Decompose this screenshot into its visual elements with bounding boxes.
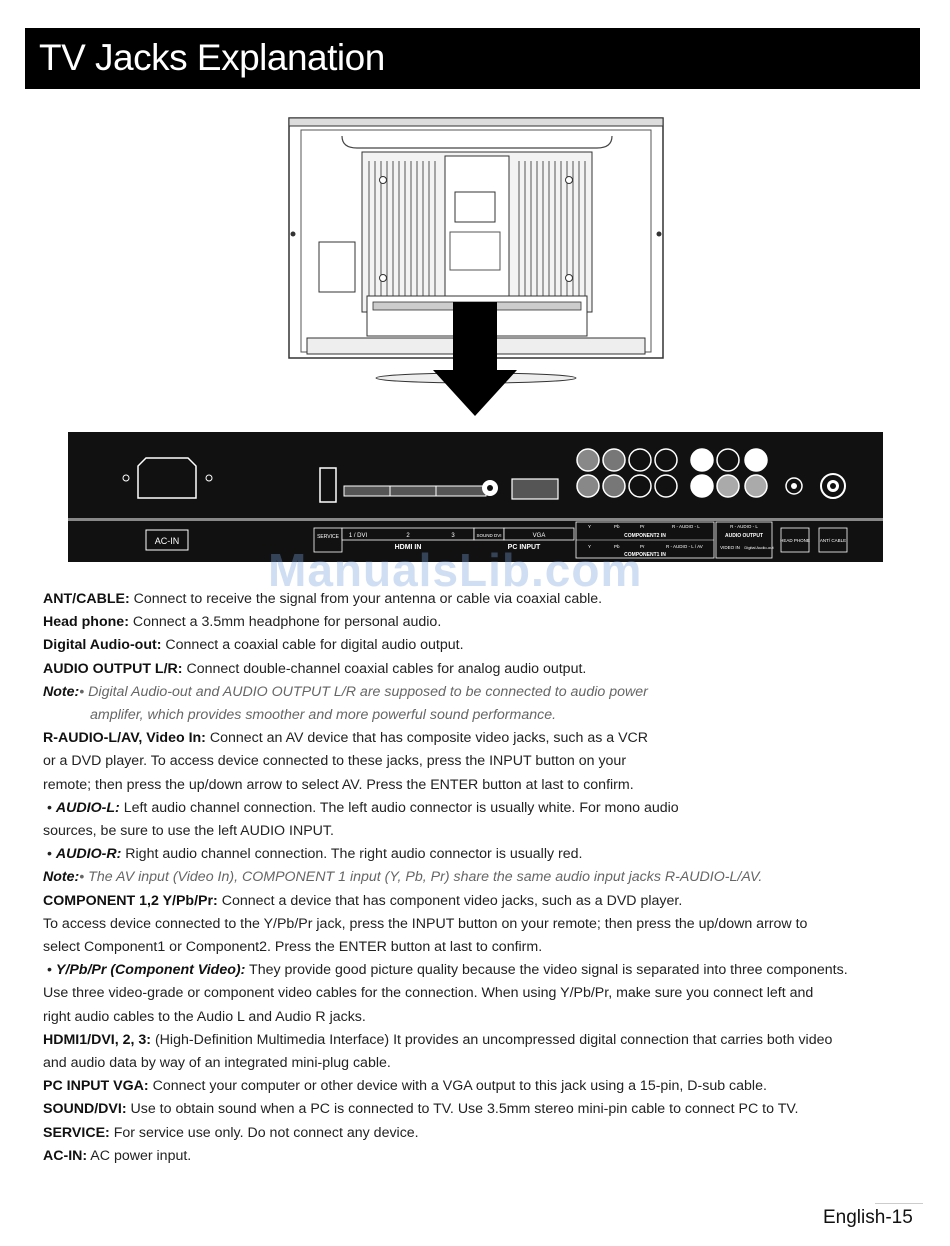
comp2-audio-label: R - AUDIO - L <box>672 524 700 529</box>
audio-output-item: AUDIO OUTPUT L/R: Connect double-channel… <box>43 660 587 677</box>
audio-l-bullet: • AUDIO-L: Left audio channel connection… <box>47 799 679 816</box>
audio-r-bullet: • AUDIO-R: Right audio channel connectio… <box>47 846 583 863</box>
connector-panel: AC-IN SERVICE 1 / DVI 2 3 HDMI IN SOUND … <box>68 432 883 562</box>
comp2-y-label: Y <box>588 524 591 529</box>
component-line-2: To access device connected to the Y/Pb/P… <box>43 915 808 932</box>
pc-input-item: PC INPUT VGA: Connect your computer or o… <box>43 1078 767 1095</box>
service-item: SERVICE: For service use only. Do not co… <box>43 1124 419 1141</box>
ac-in-label: AC-IN <box>155 536 180 546</box>
digital-audio-out-item: Digital Audio-out: Connect a coaxial cab… <box>43 637 464 654</box>
comp2-in-label: COMPONENT2 IN <box>624 533 666 539</box>
sound-dvi-label: SOUND DVI <box>476 533 501 538</box>
hdmi-item: HDMI1/DVI, 2, 3: (High-Definition Multim… <box>43 1031 833 1048</box>
audio-l-line-2: sources, be sure to use the left AUDIO I… <box>43 823 334 840</box>
pc-input-label: PC INPUT <box>508 544 541 551</box>
comp1-y-label: Y <box>588 544 591 549</box>
down-arrow-icon <box>433 302 517 416</box>
page-number-rule <box>875 1203 923 1204</box>
ant-cable-label: ANT/ CABLE <box>820 538 846 543</box>
r-audio-line-3: remote; then press the up/down arrow to … <box>43 776 634 793</box>
note-1-continued: amplifer, which provides smoother and mo… <box>90 707 557 724</box>
ypbpr-bullet: • Y/Pb/Pr (Component Video): They provid… <box>47 962 848 979</box>
vga-label: VGA <box>533 533 546 539</box>
comp1-pb-label: Pb <box>614 544 620 549</box>
comp2-pb-label: Pb <box>614 524 620 529</box>
comp1-audio-label: R - AUDIO - L / AV <box>666 544 703 549</box>
video-in-label: VIDEO IN <box>720 545 740 550</box>
digital-audio-out-label: Digital Audio-out <box>744 545 774 550</box>
ant-cable-item: ANT/CABLE: Connect to receive the signal… <box>43 591 603 607</box>
sound-dvi-item: SOUND/DVI: Use to obtain sound when a PC… <box>43 1101 799 1118</box>
ypbpr-line-3: right audio cables to the Audio L and Au… <box>43 1008 366 1025</box>
page-title: TV Jacks Explanation <box>39 37 385 78</box>
component-line-3: select Component1 or Component2. Press t… <box>43 939 543 956</box>
page-number: English-15 <box>823 1207 913 1228</box>
audio-out-lr-label: R - AUDIO - L <box>730 524 758 529</box>
vent-grille <box>368 161 586 301</box>
hdmi-port-1-label: 1 / DVI <box>349 533 368 539</box>
hdmi-port-2-label: 2 <box>406 533 410 539</box>
hdmi-line-2: and audio data by way of an integrated m… <box>43 1055 391 1072</box>
component-item: COMPONENT 1,2 Y/Pb/Pr: Connect a device … <box>43 892 683 909</box>
title-bar: TV Jacks Explanation <box>25 28 920 89</box>
r-audio-item: R-AUDIO-L/AV, Video In: Connect an AV de… <box>43 730 649 747</box>
head-phone-item: Head phone: Connect a 3.5mm headphone fo… <box>43 614 442 631</box>
note-2: Note:• The AV input (Video In), COMPONEN… <box>43 869 763 886</box>
hdmi-port-3-label: 3 <box>451 533 455 539</box>
note-1: Note:• Digital Audio-out and AUDIO OUTPU… <box>43 683 648 700</box>
tv-back-illustration <box>288 117 664 416</box>
ypbpr-line-2: Use three video-grade or component video… <box>43 985 814 1002</box>
service-label: SERVICE <box>317 534 340 540</box>
ac-in-item: AC-IN: AC power input. <box>43 1147 192 1164</box>
comp1-in-label: COMPONENT1 IN <box>624 552 666 558</box>
r-audio-line-2: or a DVD player. To access device connec… <box>43 753 627 770</box>
watermark: ManualsLib.com <box>268 544 643 596</box>
audio-output-label: AUDIO OUTPUT <box>725 533 763 539</box>
jack-descriptions: ANT/CABLE: Connect to receive the signal… <box>43 588 933 1168</box>
hdmi-in-label: HDMI IN <box>395 544 422 551</box>
head-phone-label: HEAD PHONE <box>780 538 810 543</box>
comp1-pr-label: Pr <box>640 544 645 549</box>
comp2-pr-label: Pr <box>640 524 645 529</box>
